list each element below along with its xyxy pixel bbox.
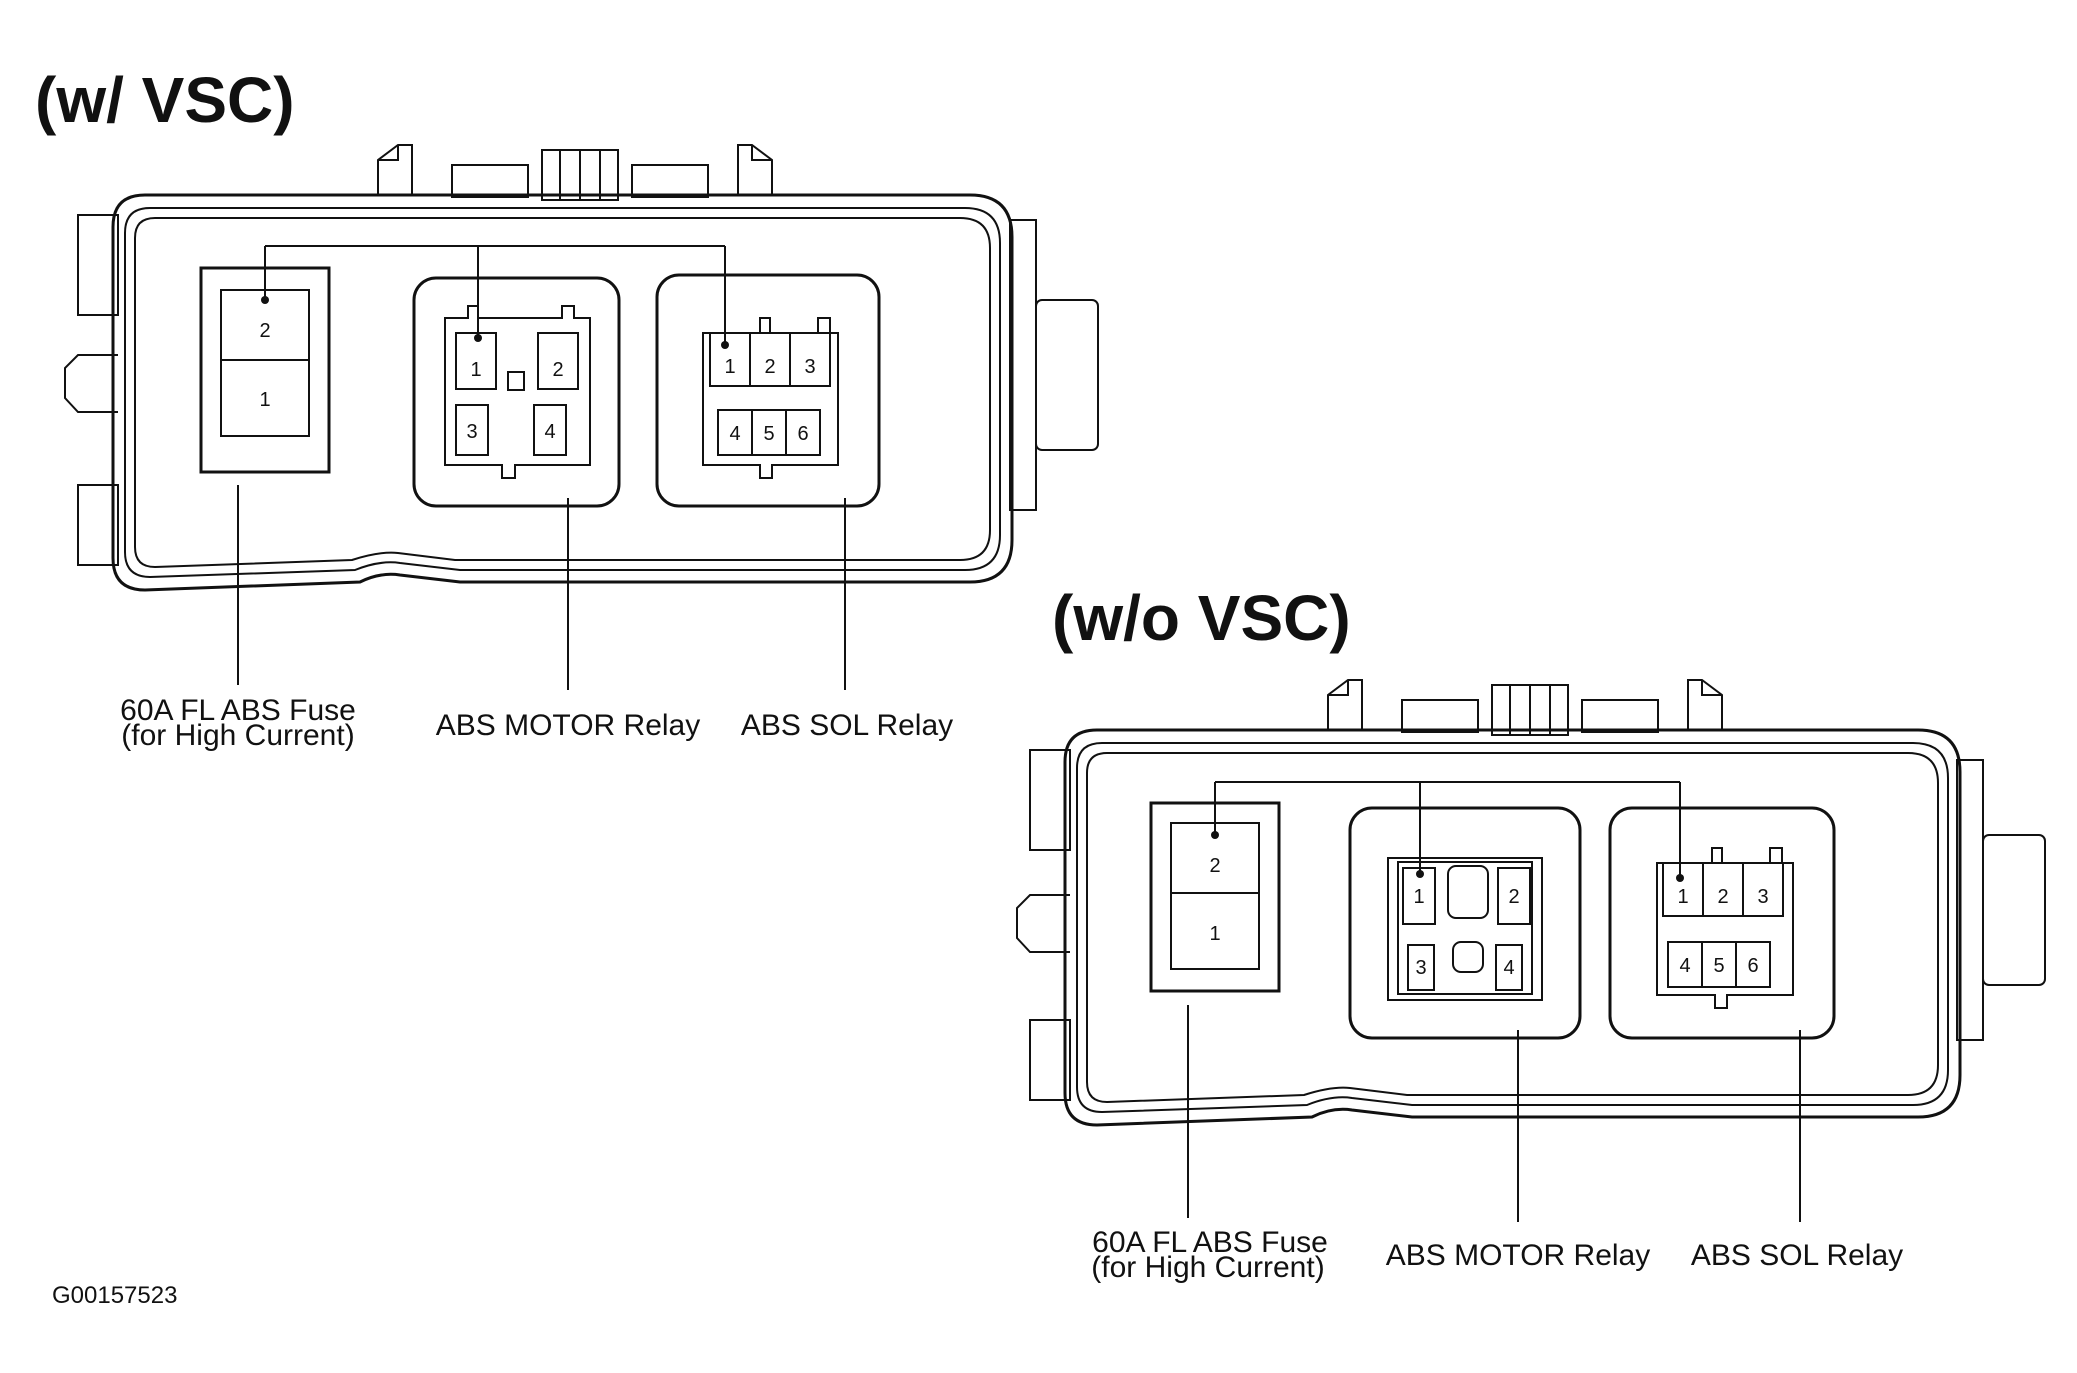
- sol-relay-pin-6: 6: [1747, 955, 1758, 977]
- fuse-pin-2: 2: [259, 320, 270, 342]
- without-vsc-leader-lines: [1187, 1005, 1801, 1222]
- with-vsc-relay-block-housing: [64, 144, 1099, 592]
- sol-relay-pin-3: 3: [1757, 886, 1768, 908]
- figure-code: G00157523: [52, 1282, 177, 1309]
- motor-relay-pin-4: 4: [544, 421, 555, 443]
- motor-relay-pin-1: 1: [470, 359, 481, 381]
- with-vsc-motor-relay-label: ABS MOTOR Relay: [436, 709, 701, 742]
- with-vsc-wiring: [261, 245, 729, 349]
- without-vsc-heading: (w/o VSC): [1052, 582, 1351, 654]
- motor-relay-pin-2: 2: [1508, 886, 1519, 908]
- without-vsc-abs-motor-relay: 1 2 3 4: [1348, 806, 1582, 1040]
- sol-relay-pin-3: 3: [804, 356, 815, 378]
- sol-relay-pin-5: 5: [763, 423, 774, 445]
- without-vsc-abs-sol-relay: 1 2 3 4 5 6: [1608, 806, 1836, 1040]
- sol-relay-pin-1: 1: [724, 356, 735, 378]
- with-vsc-section: (w/ VSC): [35, 64, 1099, 752]
- without-vsc-abs-fuse: 2 1: [1149, 801, 1281, 993]
- sol-relay-pin-2: 2: [1717, 886, 1728, 908]
- with-vsc-sol-relay-label: ABS SOL Relay: [741, 709, 953, 742]
- with-vsc-abs-fuse: 2 1: [199, 266, 331, 474]
- sol-relay-pin-1: 1: [1677, 886, 1688, 908]
- motor-relay-pin-3: 3: [466, 421, 477, 443]
- sol-relay-pin-2: 2: [764, 356, 775, 378]
- sol-relay-pin-5: 5: [1713, 955, 1724, 977]
- without-vsc-relay-block-housing: [1016, 679, 2046, 1127]
- sol-relay-pin-4: 4: [1679, 955, 1690, 977]
- motor-relay-pin-2: 2: [552, 359, 563, 381]
- with-vsc-heading: (w/ VSC): [35, 64, 295, 136]
- with-vsc-fuse-label-line2: (for High Current): [121, 719, 354, 752]
- with-vsc-abs-sol-relay: 1 2 3 4 5 6: [655, 273, 881, 508]
- without-vsc-sol-relay-label: ABS SOL Relay: [1691, 1239, 1903, 1272]
- with-vsc-fuse-label-line1: 60A FL ABS Fuse: [120, 694, 356, 727]
- without-vsc-section: (w/o VSC): [1016, 582, 2046, 1284]
- sol-relay-pin-6: 6: [797, 423, 808, 445]
- motor-relay-pin-3: 3: [1415, 957, 1426, 979]
- without-vsc-motor-relay-label: ABS MOTOR Relay: [1386, 1239, 1651, 1272]
- without-vsc-wiring: [1211, 781, 1684, 882]
- motor-relay-pin-1: 1: [1413, 886, 1424, 908]
- fuse-pin-2: 2: [1209, 855, 1220, 877]
- without-vsc-fuse-label-line1: 60A FL ABS Fuse: [1092, 1226, 1328, 1259]
- motor-relay-pin-4: 4: [1503, 957, 1514, 979]
- fuse-pin-1: 1: [1209, 923, 1220, 945]
- fuse-pin-1: 1: [259, 389, 270, 411]
- with-vsc-abs-motor-relay: 1 2 3 4: [412, 276, 621, 508]
- with-vsc-leader-lines: [237, 485, 846, 690]
- without-vsc-fuse-label-line2: (for High Current): [1091, 1251, 1324, 1284]
- sol-relay-pin-4: 4: [729, 423, 740, 445]
